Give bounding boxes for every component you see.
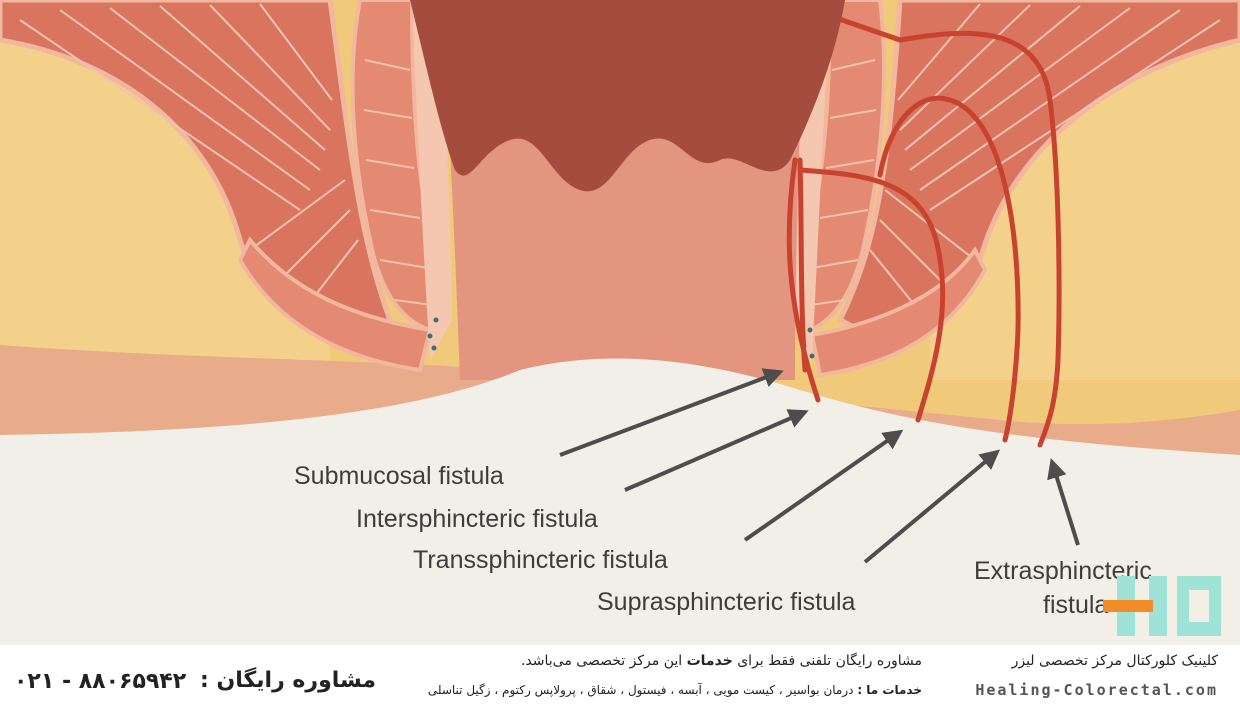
consultation-notice: مشاوره رایگان تلفنی فقط برای خدمات این م… [521,653,922,669]
arrow-suprasphincteric [863,449,1001,564]
footer-bar: ۰۲۱ - ۸۸۰۶۵۹۴۲ مشاوره رایگان : مشاوره را… [0,645,1240,720]
external-sphincter-right-fibers [809,59,877,306]
tract-intersphincteric [786,157,821,403]
perineal-skin [0,358,1240,645]
free-consultation-label: مشاوره رایگان : [200,668,377,693]
notice-bold: خدمات [686,653,733,669]
fistula-tracts [786,17,1062,448]
tract-suprasphincteric [877,95,1021,443]
levator-ani-left-fibers [19,3,359,316]
rectal-lumen [410,0,845,192]
label-extrasphincteric-fistula-line2: fistula [1043,591,1109,619]
left-inferior-sphincter [237,236,433,373]
tract-extrasphincteric [839,17,1062,448]
services-line: خدمات ما : درمان بواسیر ، کیست مویی ، آب… [428,683,922,697]
label-intersphincteric-fistula: Intersphincteric fistula [356,505,598,533]
arrow-transsphincteric [743,429,904,542]
clinic-name: کلینیک کلورکتال مرکز تخصصی لیزر [1011,653,1218,669]
arrow-intersphincteric [624,409,809,492]
right-inferior-sphincter [809,246,988,378]
label-suprasphincteric-fistula: Suprasphincteric fistula [597,588,856,616]
external-sphincter-left-fibers [363,59,433,306]
pointer-arrows [559,368,1080,564]
clinic-logo [1103,576,1221,636]
arrow-extrasphincteric [1047,458,1080,546]
notice-prefix: مشاوره رایگان تلفنی فقط برای [737,653,922,669]
notice-suffix: این مرکز تخصصی می‌باشد. [520,653,683,669]
website-link[interactable]: Healing-Colorectal.com [975,681,1218,699]
label-submucosal-fistula: Submucosal fistula [294,462,504,490]
tract-transsphincteric [797,167,946,423]
consult-phone-number[interactable]: ۰۲۱ - ۸۸۰۶۵۹۴۲ [14,669,187,694]
arrow-submucosal [559,368,784,457]
services-label: خدمات ما : [857,683,922,697]
services-list: درمان بواسیر ، کیست مویی ، آبسه ، فیستول… [427,683,854,697]
label-transsphincteric-fistula: Transsphincteric fistula [413,546,668,574]
anal-fistula-illustration [0,0,1240,645]
